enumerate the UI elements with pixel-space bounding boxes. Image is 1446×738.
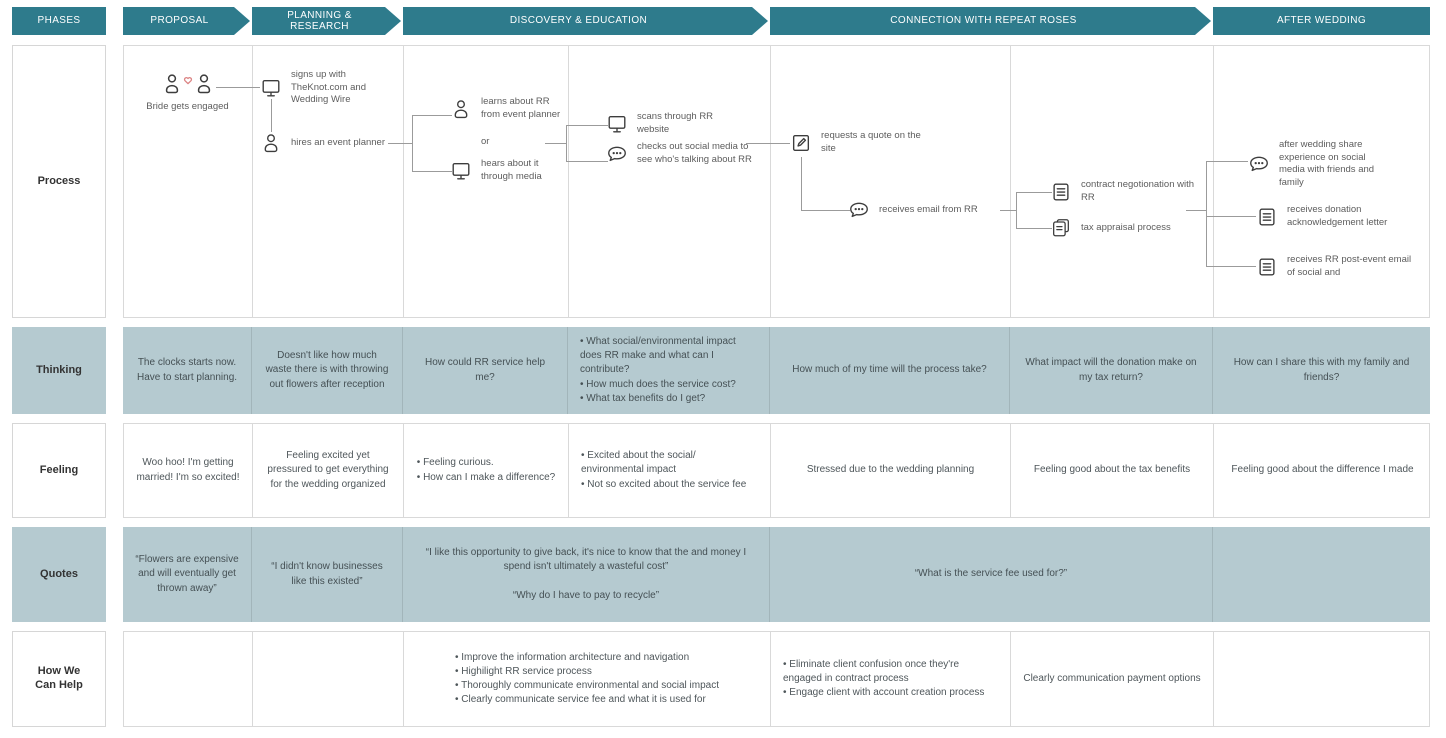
quotes-cell: “I like this opportunity to give back, i…	[403, 527, 770, 622]
process-row	[123, 45, 1430, 318]
help-cell: Clearly communication payment options	[1011, 632, 1214, 726]
phase-label: CONNECTION WITH REPEAT ROSES	[890, 15, 1077, 27]
thinking-cell: • What social/environmental impact does …	[568, 327, 770, 414]
thinking-cell: How much of my time will the process tak…	[770, 327, 1010, 414]
phases-header-box: PHASES	[12, 7, 106, 35]
phase-header-discovery-education: DISCOVERY & EDUCATION	[403, 7, 768, 35]
row-label-thinking: Thinking	[12, 327, 106, 414]
phase-header-planning-research: PLANNING & RESEARCH	[252, 7, 401, 35]
how-we-can-help-row: • Improve the information architecture a…	[123, 631, 1430, 727]
help-cell	[124, 632, 253, 726]
phases-header-label: PHASES	[37, 15, 81, 27]
phase-label: AFTER WEDDING	[1276, 15, 1367, 27]
help-cell	[1214, 632, 1431, 726]
quotes-cell: “What is the service fee used for?”	[770, 527, 1213, 622]
phase-header-proposal: PROPOSAL	[123, 7, 250, 35]
phase-label: PROPOSAL	[150, 15, 209, 27]
help-cell	[253, 632, 404, 726]
phase-label: DISCOVERY & EDUCATION	[509, 15, 648, 27]
phase-header-after-wedding: AFTER WEDDING	[1213, 7, 1430, 35]
process-cell-connection-1	[771, 46, 1011, 317]
quotes-cell: “I didn't know businesses like this exis…	[252, 527, 403, 622]
feeling-cell: Stressed due to the wedding planning	[771, 424, 1011, 517]
row-label-feeling: Feeling	[12, 423, 106, 518]
help-cell: • Improve the information architecture a…	[404, 632, 771, 726]
feeling-cell: Feeling good about the tax benefits	[1011, 424, 1214, 517]
thinking-cell: Doesn't like how much waste there is wit…	[252, 327, 403, 414]
quotes-cell	[1213, 527, 1430, 622]
phase-header-connection-repeat-roses: CONNECTION WITH REPEAT ROSES	[770, 7, 1211, 35]
feeling-cell: Woo hoo! I'm getting married! I'm so exc…	[124, 424, 253, 517]
feeling-cell: Feeling good about the difference I made	[1231, 464, 1414, 476]
feeling-row: Woo hoo! I'm getting married! I'm so exc…	[123, 423, 1430, 518]
thinking-row: The clocks starts now. Have to start pla…	[123, 327, 1430, 414]
thinking-cell: How can I share this with my family and …	[1233, 357, 1410, 383]
help-cell: • Eliminate client confusion once they'r…	[771, 632, 1011, 726]
process-cell-proposal	[124, 46, 253, 317]
process-cell-discovery-1	[404, 46, 569, 317]
process-cell-connection-2	[1011, 46, 1214, 317]
feeling-cell: • Excited about the social/ environmenta…	[569, 424, 771, 517]
quotes-row: “Flowers are expensive and will eventual…	[123, 527, 1430, 622]
process-cell-discovery-2	[569, 46, 771, 317]
thinking-cell: What impact will the donation make on my…	[1010, 327, 1213, 414]
row-label-how-we-can-help: How We Can Help	[12, 631, 106, 727]
thinking-cell: How could RR service help me?	[403, 327, 568, 414]
row-label-quotes: Quotes	[12, 527, 106, 622]
process-cell-after-wedding	[1214, 46, 1431, 317]
feeling-cell: • Feeling curious. • How can I make a di…	[404, 424, 569, 517]
thinking-cell: The clocks starts now. Have to start pla…	[123, 327, 252, 414]
process-cell-planning	[253, 46, 404, 317]
feeling-cell: Feeling excited yet pressured to get eve…	[253, 424, 404, 517]
phase-label: PLANNING & RESEARCH	[287, 9, 352, 32]
row-label-process: Process	[12, 45, 106, 318]
quotes-cell: “Flowers are expensive and will eventual…	[123, 527, 252, 622]
